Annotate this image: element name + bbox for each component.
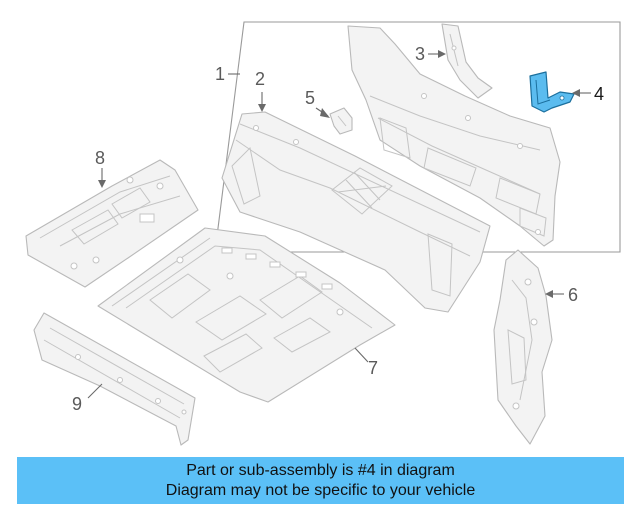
callout-8: 8 [95, 148, 105, 168]
callout-4: 4 [594, 84, 604, 104]
banner-line-1: Part or sub-assembly is #4 in diagram [186, 461, 455, 479]
part-6-side-panel [493, 249, 553, 445]
callout-9: 9 [72, 394, 82, 414]
callout-5: 5 [305, 88, 315, 108]
callout-2: 2 [255, 69, 265, 89]
part-5-clip [329, 107, 353, 135]
callout-6: 6 [568, 285, 578, 305]
part-9-crossmember [33, 312, 196, 446]
parts-diagram: 1 2 3 4 5 6 7 8 9 [25, 21, 621, 446]
part-2-rear-panel [221, 111, 491, 313]
part-4-highlighted-bracket [529, 71, 575, 113]
callout-1: 1 [215, 64, 225, 84]
part-3-bracket [441, 23, 493, 99]
part-1-back-panel [347, 25, 561, 247]
part-7-floor-pan [97, 227, 396, 403]
callout-7: 7 [368, 358, 378, 378]
part-8-floor-left [25, 159, 199, 288]
info-banner: Part or sub-assembly is #4 in diagram Di… [17, 457, 624, 504]
banner-line-2: Diagram may not be specific to your vehi… [165, 481, 476, 499]
callout-3: 3 [415, 44, 425, 64]
